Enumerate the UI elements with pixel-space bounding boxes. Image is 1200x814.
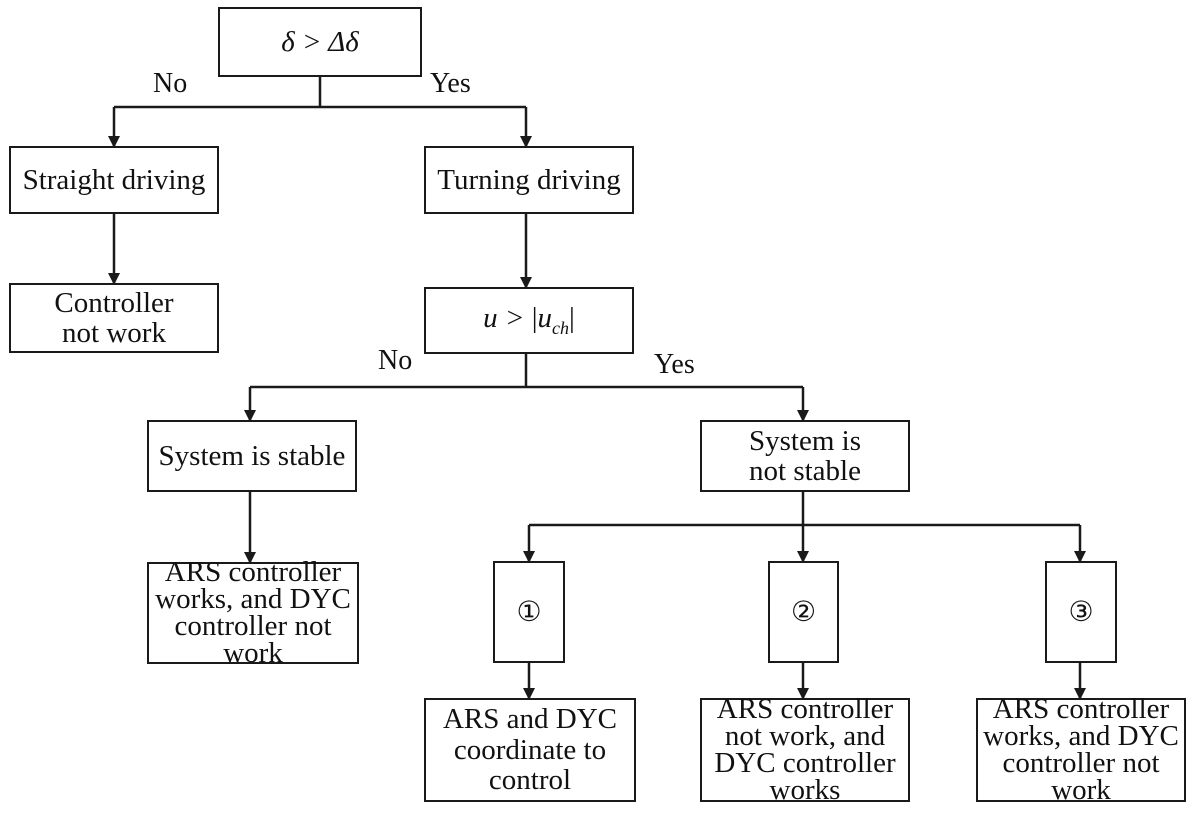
edge-label-yes-top: Yes [430, 68, 471, 99]
decision-speed-threshold: u > |uch| [424, 287, 634, 354]
case-1-marker: ① [516, 595, 542, 629]
case-1-box: ① [493, 561, 565, 663]
controller-not-work-line-2: not work [62, 317, 166, 349]
edge-label-yes-mid: Yes [654, 349, 695, 380]
ars-not-dyc-works-line-3: DYC controller [714, 747, 896, 779]
system-not-stable-line-1: System is [749, 424, 861, 457]
system-stable-label: System is stable [158, 439, 346, 472]
system-not-stable-box: System is not stable [700, 420, 910, 492]
ars-works-dyc-not-2-line-3: controller not [1002, 747, 1160, 779]
coordinate-control-line-1: ARS and DYC [442, 703, 617, 736]
ars-works-dyc-not-2-line-2: works, and DYC [983, 720, 1179, 753]
decision-speed-lhs: u > [483, 302, 532, 335]
ars-works-dyc-not-box: ARS controller works, and DYC controller… [147, 556, 359, 669]
ars-not-dyc-works-line-4: works [769, 773, 841, 806]
edge-label-no-top: No [153, 68, 188, 99]
case-2-marker: ② [790, 595, 817, 629]
coordinate-control-line-3: control [488, 764, 572, 797]
case-3-marker: ③ [1068, 595, 1094, 629]
ars-works-dyc-not-2-line-4: work [1051, 773, 1111, 806]
ars-works-dyc-not-line-1: ARS controller [164, 556, 342, 589]
straight-driving-label: Straight driving [22, 163, 206, 196]
turning-driving-box: Turning driving [424, 146, 634, 214]
ars-works-dyc-not-line-3: controller not [174, 610, 332, 642]
coordinate-control-line-2: coordinate to [453, 733, 607, 766]
ars-works-dyc-not-box-2: ARS controller works, and DYC controller… [976, 693, 1186, 806]
controller-not-work-line-1: Controller [54, 286, 174, 319]
coordinate-control-box: ARS and DYC coordinate to control [424, 698, 636, 802]
decision-speed-threshold-text: u > |uch| [483, 302, 575, 338]
system-not-stable-line-2: not stable [749, 455, 861, 487]
ars-works-dyc-not-2-line-1: ARS controller [992, 693, 1170, 726]
turning-driving-label: Turning driving [437, 163, 621, 196]
ars-works-dyc-not-line-4: work [223, 636, 283, 669]
controller-not-work-box: Controller not work [9, 283, 219, 353]
straight-driving-box: Straight driving [9, 146, 219, 214]
ars-not-dyc-works-box: ARS controller not work, and DYC control… [700, 693, 910, 806]
ars-not-dyc-works-line-1: ARS controller [716, 693, 894, 726]
ars-not-dyc-works-line-2: not work, and [724, 720, 886, 753]
ars-works-dyc-not-line-2: works, and DYC [155, 583, 351, 616]
decision-steering-angle: δ > Δδ [218, 7, 422, 77]
case-2-box: ② [768, 561, 839, 663]
decision-speed-subscript: ch [552, 317, 570, 338]
edge-label-no-mid: No [378, 345, 413, 376]
case-3-box: ③ [1045, 561, 1117, 663]
system-stable-box: System is stable [147, 420, 357, 492]
decision-steering-angle-text: δ > Δδ [281, 25, 359, 58]
decision-speed-rhs: u [537, 302, 553, 335]
